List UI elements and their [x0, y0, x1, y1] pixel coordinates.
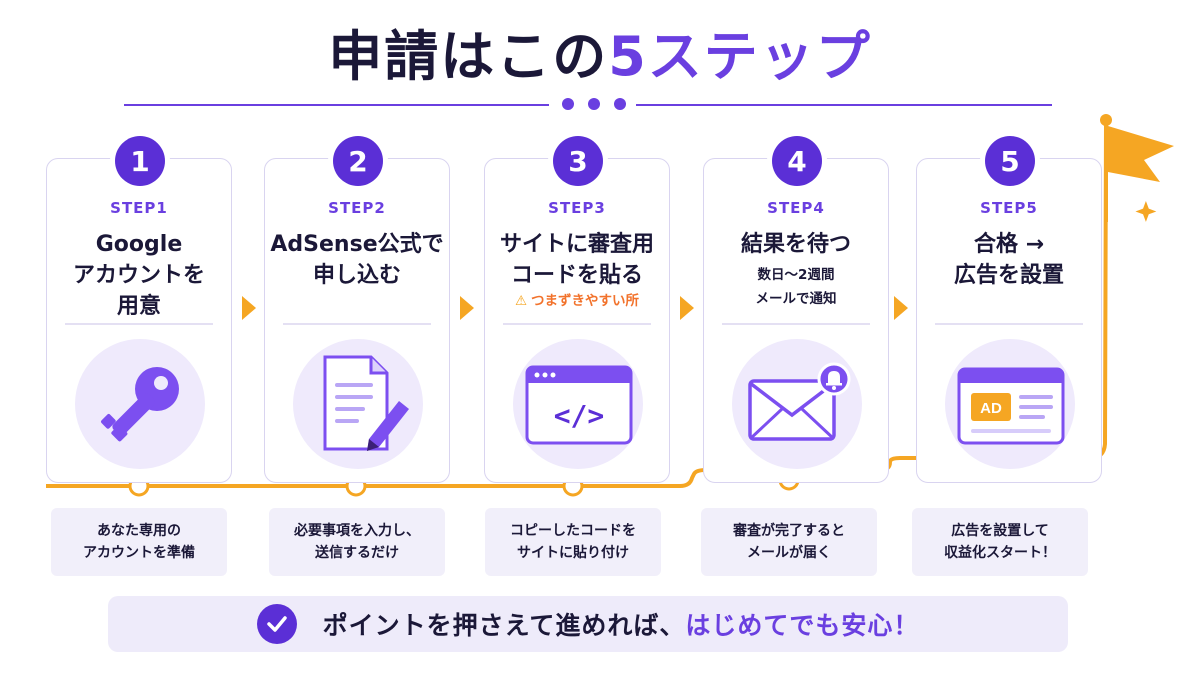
step-label: STEP5: [980, 199, 1038, 217]
step-number-badge: 1: [115, 136, 165, 186]
warning-icon: ⚠: [514, 293, 528, 309]
step-description-1: あなた専用の アカウントを準備: [51, 508, 227, 576]
step-number-badge: 5: [985, 136, 1035, 186]
step-description-4: 審査が完了すると メールが届く: [701, 508, 877, 576]
step-card-2: STEP2 AdSense公式で 申し込む 2: [264, 136, 450, 483]
mail-bell-icon: [748, 362, 851, 441]
step-number-badge: 3: [553, 136, 603, 186]
step-description-3: コピーしたコードを サイトに貼り付け: [485, 508, 661, 576]
step-description-5: 広告を設置して 収益化スタート！: [912, 508, 1088, 576]
step-title: 結果を待つ: [740, 232, 851, 257]
step-card-3: STEP3 サイトに審査用 コードを貼る ⚠つまずきやすい所 </> 3: [484, 136, 670, 483]
title-highlight: 5ステップ: [608, 25, 872, 88]
bottom-banner: ポイントを押さえて進めれば、はじめてでも安心！: [108, 596, 1068, 652]
step-card-4: STEP4 結果を待つ 数日〜2週間 メールで通知 4: [703, 136, 889, 483]
svg-text:</>: </>: [554, 399, 605, 432]
title-rule-left: [124, 104, 549, 106]
step-card-1: STEP1 Google アカウントを 用意 1: [46, 136, 232, 483]
step-card-5: STEP5 合格 → 広告を設置 AD 5: [916, 136, 1102, 483]
step-number-badge: 4: [772, 136, 822, 186]
step-label: STEP2: [328, 199, 386, 217]
step-label: STEP3: [548, 199, 606, 217]
icon-circle: [293, 339, 423, 469]
step-label: STEP1: [110, 199, 168, 217]
warning-note: ⚠つまずきやすい所: [514, 293, 640, 309]
page-title: 申請はこの5ステップ: [0, 12, 1200, 91]
step-arrow-2: [460, 296, 474, 320]
icon-circle: AD: [945, 339, 1075, 469]
icon-circle: [732, 339, 862, 469]
title-rule-right: [636, 104, 1052, 106]
step-number-badge: 2: [333, 136, 383, 186]
step-arrow-4: [894, 296, 908, 320]
check-icon: [256, 604, 297, 644]
step-arrow-3: [680, 296, 694, 320]
title-dots: [562, 98, 626, 110]
card-divider: [503, 323, 651, 325]
title-main: 申請はこの: [328, 25, 609, 88]
step-subtitle: 数日〜2週間 メールで通知: [755, 267, 837, 307]
step-label: STEP4: [767, 199, 825, 217]
step-description-2: 必要事項を入力し、 送信するだけ: [269, 508, 445, 576]
document-pencil-icon: [323, 355, 409, 451]
step-title: AdSense公式で 申し込む: [270, 232, 444, 288]
code-window-icon: </>: [525, 365, 633, 445]
step-title: Google アカウントを 用意: [72, 232, 205, 319]
key-icon: [101, 367, 179, 442]
step-title: サイトに審査用 コードを貼る: [499, 232, 654, 288]
step-title: 合格 → 広告を設置: [953, 232, 1064, 288]
card-divider: [722, 323, 870, 325]
banner-text: ポイントを押さえて進めれば、はじめてでも安心！: [322, 611, 920, 640]
icon-circle: [75, 339, 205, 469]
card-divider: [935, 323, 1083, 325]
step-arrow-1: [242, 296, 256, 320]
ad-badge: AD: [980, 400, 1002, 417]
ad-window-icon: AD: [957, 367, 1065, 445]
card-divider: [65, 323, 213, 325]
icon-circle: </>: [513, 339, 643, 469]
card-divider: [283, 323, 431, 325]
